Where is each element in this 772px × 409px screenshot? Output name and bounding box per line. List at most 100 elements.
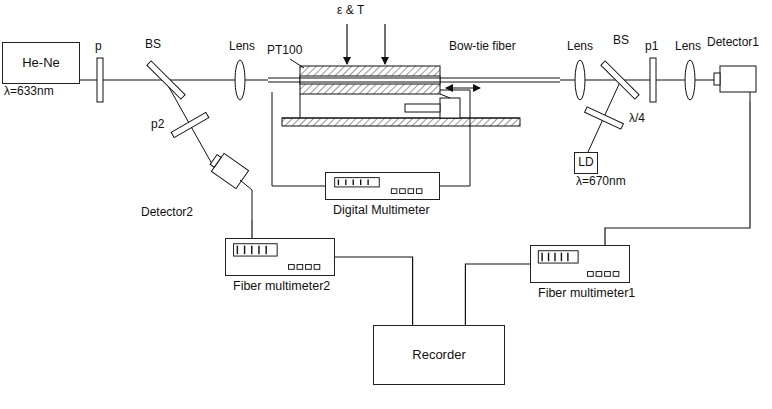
display	[538, 251, 578, 263]
button	[297, 265, 303, 270]
button	[588, 272, 594, 277]
strain-arrow	[384, 24, 385, 64]
display-digit	[554, 253, 555, 262]
polarizer	[97, 58, 656, 138]
strain-arrow	[347, 24, 480, 88]
multimeter-wire	[272, 92, 325, 186]
part-label: Bow-tie fiber	[448, 40, 517, 54]
instrument-box: Fiber multimeter1	[530, 245, 630, 283]
button	[306, 265, 312, 270]
display	[335, 178, 380, 187]
display-digit	[561, 253, 562, 262]
device-name: LD	[578, 156, 593, 170]
part-label: BS	[144, 38, 162, 52]
part-label: p	[94, 40, 103, 54]
beam-splitter	[147, 61, 185, 99]
quarter-wave-plate	[585, 107, 624, 129]
button	[605, 272, 611, 277]
fiber-holder	[268, 82, 560, 83]
instrument-box: Fiber multimeter2	[225, 238, 335, 276]
part-label: p1	[644, 40, 659, 54]
device-box: Recorder	[373, 325, 505, 385]
translation-stage	[300, 94, 301, 118]
display-digit	[237, 246, 238, 255]
beam-splitter	[601, 61, 639, 99]
display-digit	[567, 253, 568, 262]
button	[596, 272, 602, 277]
button	[408, 189, 414, 194]
detector: Detector1	[706, 36, 768, 102]
button	[416, 189, 422, 194]
button	[289, 265, 295, 270]
signal-wire	[605, 102, 750, 245]
signal-wire	[335, 257, 413, 325]
detector-name: Detector2	[140, 206, 194, 220]
translation-stage	[440, 94, 450, 98]
button	[314, 265, 320, 270]
display-digit	[251, 246, 252, 255]
display-digit	[360, 180, 361, 186]
wire	[240, 180, 252, 220]
instrument-box: Digital Multimeter	[325, 172, 440, 200]
lens	[235, 60, 695, 100]
display-digit	[338, 180, 339, 186]
strain-arrow	[346, 24, 347, 64]
polarizer	[171, 112, 209, 137]
translation-stage	[282, 118, 520, 119]
beam-splitter	[147, 61, 639, 99]
detector-window	[210, 155, 221, 168]
signal-wire	[251, 220, 252, 238]
display-digit	[367, 180, 368, 186]
translation-stage	[282, 94, 520, 126]
part-label: Lens	[228, 40, 256, 54]
lens	[575, 60, 585, 100]
device-box: LDλ=670nm	[574, 152, 598, 174]
multimeter-wire	[440, 90, 470, 186]
instrument-name: Digital Multimeter	[332, 203, 431, 217]
detector-body	[720, 66, 756, 92]
wavelength: λ=633nm	[3, 85, 55, 99]
wire	[750, 92, 751, 102]
display	[234, 244, 278, 256]
light-beam	[166, 82, 212, 164]
part-label: ε & T	[336, 4, 365, 18]
translation-stage	[282, 118, 520, 126]
fiber-holder	[290, 59, 304, 68]
lens	[685, 60, 695, 100]
button	[613, 272, 619, 277]
fiber-holder	[300, 76, 440, 84]
instrument-name: Fiber multimeter1	[537, 286, 636, 300]
lens	[235, 60, 245, 100]
button	[400, 189, 406, 194]
device-name: Recorder	[412, 348, 465, 363]
detector-body	[207, 151, 248, 189]
translation-stage	[405, 104, 440, 112]
display-digit	[541, 253, 542, 262]
instrument-art	[226, 239, 334, 275]
quarter-wave-plate	[585, 107, 624, 129]
display-digit	[345, 180, 346, 186]
translation-stage	[440, 98, 460, 118]
instrument-name: Fiber multimeter2	[232, 279, 331, 293]
display-digit	[548, 253, 549, 262]
display-digit	[353, 180, 354, 186]
polarizer	[97, 58, 103, 102]
fiber-holder	[268, 59, 560, 94]
part-label: p2	[150, 118, 165, 132]
part-label: Lens	[566, 40, 594, 54]
wavelength: λ=670nm	[575, 175, 627, 189]
display-digit	[258, 246, 259, 255]
display-digit	[265, 246, 266, 255]
detector-name: Detector1	[706, 36, 760, 50]
part-label: Lens	[674, 40, 702, 54]
part-label: BS	[612, 34, 630, 48]
display-digit	[244, 246, 245, 255]
signal-wire	[465, 264, 530, 325]
detector: Detector2	[140, 150, 265, 220]
device-name: He-Ne	[22, 56, 60, 71]
part-label: PT100	[266, 44, 303, 58]
instrument-art	[531, 246, 629, 282]
button	[391, 189, 397, 194]
fiber-holder	[268, 78, 560, 79]
